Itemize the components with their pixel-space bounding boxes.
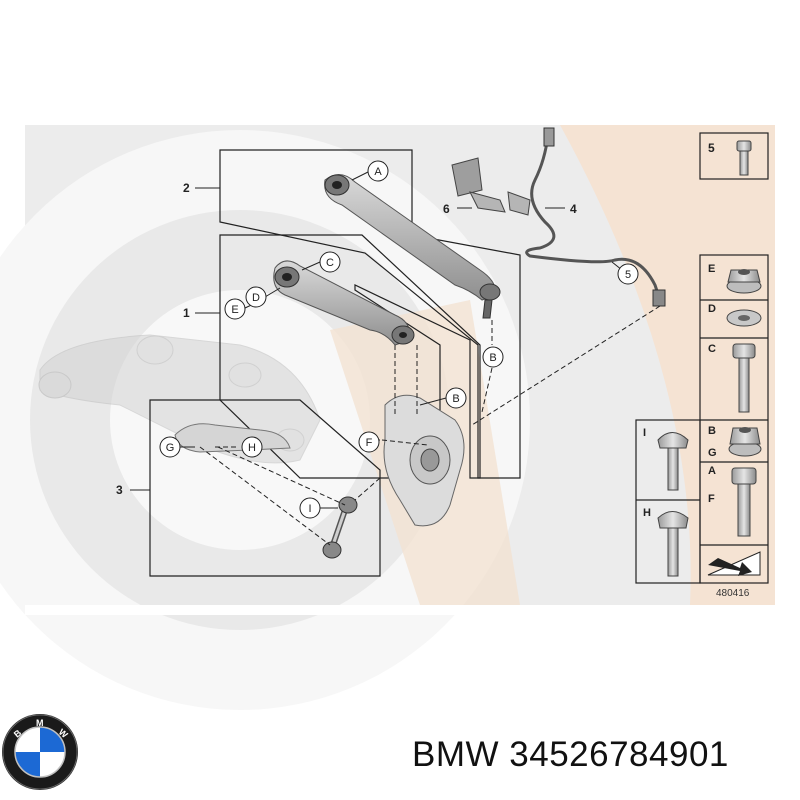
callout-B-lower: B — [445, 387, 467, 409]
callout-H: H — [241, 436, 263, 458]
svg-text:C: C — [326, 257, 334, 269]
svg-text:M: M — [36, 718, 44, 728]
frame-hardware — [699, 254, 769, 584]
brand-part-number: BMW 34526784901 — [412, 735, 729, 774]
part-number-labels: 2 1 3 6 4 5 — [116, 141, 715, 497]
part-frames — [149, 132, 769, 584]
svg-text:F: F — [366, 437, 373, 449]
callout-D: D — [245, 286, 267, 308]
part-number-5-panel: 5 — [708, 141, 715, 155]
callout-5: 5 — [617, 263, 639, 285]
callout-B-upper: B — [482, 346, 504, 368]
bmw-logo: B M W — [2, 714, 78, 790]
control-arm-lower — [273, 260, 415, 346]
svg-text:H: H — [248, 442, 256, 454]
svg-text:E: E — [708, 263, 715, 275]
svg-text:A: A — [374, 166, 382, 178]
svg-text:C: C — [708, 343, 716, 355]
frame-part-3 — [149, 399, 381, 577]
frame-part-5 — [699, 132, 769, 180]
bolt-C: C — [708, 343, 756, 413]
part-number-3: 3 — [116, 483, 123, 497]
flange-nut-E: E — [708, 263, 762, 294]
svg-text:A: A — [708, 465, 716, 477]
sensor-bracket — [451, 157, 531, 216]
svg-text:G: G — [166, 442, 175, 454]
svg-text:B: B — [708, 425, 716, 437]
svg-text:B: B — [489, 352, 496, 364]
svg-text:B: B — [12, 727, 24, 739]
callout-E: E — [224, 298, 246, 320]
callout-I: I — [299, 497, 321, 519]
svg-text:D: D — [252, 292, 260, 304]
part-number-2: 2 — [183, 181, 190, 195]
bolt-H: H — [643, 507, 689, 577]
part-number-1: 1 — [183, 306, 190, 320]
callout-G: G — [159, 436, 181, 458]
callout-C: C — [319, 251, 341, 273]
control-arm-upper — [324, 174, 501, 319]
part-number-4: 4 — [570, 202, 577, 216]
part-number-6: 6 — [443, 202, 450, 216]
leader-lines-dashed — [199, 305, 661, 546]
bolt-I: I — [643, 427, 689, 491]
svg-text:I: I — [308, 503, 311, 515]
wheel-carrier — [383, 394, 465, 527]
frame-part-2 — [219, 149, 521, 479]
frame-part-1 — [219, 234, 481, 479]
svg-text:F: F — [708, 493, 715, 505]
svg-text:I: I — [643, 427, 646, 439]
diagram-code: 480416 — [716, 588, 750, 599]
callout-A: A — [367, 160, 389, 182]
svg-text:G: G — [708, 447, 717, 459]
svg-text:5: 5 — [625, 269, 631, 281]
torque-angle-icon — [707, 551, 761, 576]
callout-F: F — [358, 431, 380, 453]
svg-text:D: D — [708, 303, 716, 315]
frame-bolts-IH — [635, 419, 701, 584]
washer-D: D — [708, 303, 762, 327]
svg-text:H: H — [643, 507, 651, 519]
svg-text:E: E — [231, 304, 238, 316]
bolt-AF: A F — [708, 465, 757, 537]
svg-text:B: B — [452, 393, 459, 405]
abs-sensor-cable — [525, 127, 666, 307]
nut-BG: B G — [708, 425, 762, 459]
bolt-5 — [736, 140, 752, 176]
